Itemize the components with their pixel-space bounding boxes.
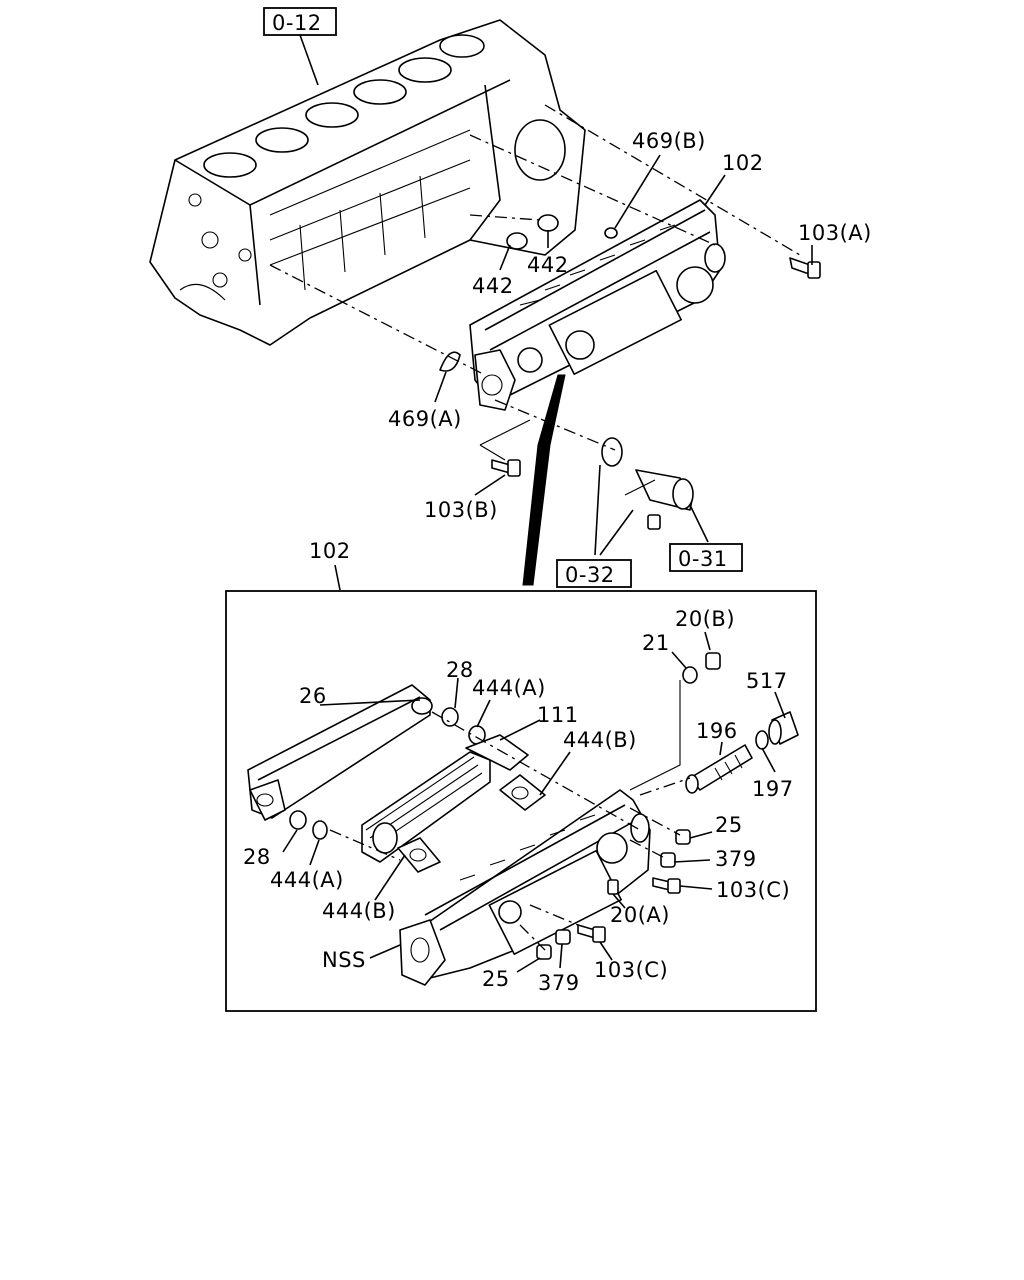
gasket-28-bottom <box>289 810 307 830</box>
label-103c-right: 103(C) <box>716 878 790 902</box>
bolt-103c-right <box>652 877 681 894</box>
label-469b: 469(B) <box>632 129 706 153</box>
label-444b-bottom: 444(B) <box>322 899 396 923</box>
ref-label-0-31: 0-31 <box>678 547 728 571</box>
label-25-bottom: 25 <box>482 967 510 991</box>
bolt-25-right <box>675 829 691 845</box>
ref-label-0-12: 0-12 <box>272 11 322 35</box>
o-ring-21 <box>682 666 698 684</box>
label-103c-bottom: 103(C) <box>594 958 668 982</box>
water-outlet-0-31 <box>635 469 694 530</box>
o-ring-469a <box>439 351 461 372</box>
label-469a: 469(A) <box>388 407 462 431</box>
o-ring-197 <box>755 730 769 750</box>
plug-20b <box>705 652 721 670</box>
label-379-bottom: 379 <box>538 971 580 995</box>
label-26: 26 <box>299 684 327 708</box>
label-379-right: 379 <box>715 847 757 871</box>
ref-box-0-12[interactable]: 0-12 <box>263 7 337 36</box>
detail-arrow <box>522 374 566 586</box>
o-ring-0-32 <box>601 437 623 467</box>
label-442-a: 442 <box>527 253 569 277</box>
bolt-103c-bottom <box>577 924 606 943</box>
label-103b: 103(B) <box>424 498 498 522</box>
cooler-element-111 <box>361 734 546 873</box>
gasket-442-b <box>537 214 559 232</box>
o-ring-469b <box>604 227 618 239</box>
label-102-box: 102 <box>309 539 351 563</box>
label-196: 196 <box>696 719 738 743</box>
oil-cooler-assembly-top <box>469 199 726 411</box>
valve-196 <box>685 744 753 794</box>
nut-379-right <box>660 852 676 868</box>
detail-frame <box>225 590 817 1012</box>
ref-box-0-31[interactable]: 0-31 <box>669 543 743 572</box>
ref-label-0-32: 0-32 <box>565 563 615 587</box>
bolt-25-bottom <box>536 944 552 960</box>
label-444a-bottom: 444(A) <box>270 868 344 892</box>
label-111: 111 <box>537 703 579 727</box>
label-442-b: 442 <box>472 274 514 298</box>
label-20a: 20(A) <box>610 903 670 927</box>
label-444a-top: 444(A) <box>472 676 546 700</box>
plug-20a <box>607 879 619 895</box>
bolt-103b <box>491 459 521 477</box>
nut-379-bottom <box>555 929 571 945</box>
label-197: 197 <box>752 777 794 801</box>
label-444b-top: 444(B) <box>563 728 637 752</box>
ref-box-0-32[interactable]: 0-32 <box>556 559 632 588</box>
label-21: 21 <box>642 631 670 655</box>
label-28-top: 28 <box>446 658 474 682</box>
o-ring-444a-bottom <box>312 820 328 840</box>
bolt-103a <box>789 257 821 279</box>
label-20b: 20(B) <box>675 607 735 631</box>
label-103a: 103(A) <box>798 221 872 245</box>
plug-517 <box>768 711 799 745</box>
cylinder-block <box>149 19 586 346</box>
cooler-element-26 <box>247 684 433 821</box>
label-25-right: 25 <box>715 813 743 837</box>
label-102-top: 102 <box>722 151 764 175</box>
gasket-442-a <box>506 232 528 250</box>
label-nss: NSS <box>322 948 366 972</box>
label-517: 517 <box>746 669 788 693</box>
oil-cooler-housing <box>399 789 651 986</box>
label-28-bottom: 28 <box>243 845 271 869</box>
gasket-28-top <box>441 707 459 727</box>
